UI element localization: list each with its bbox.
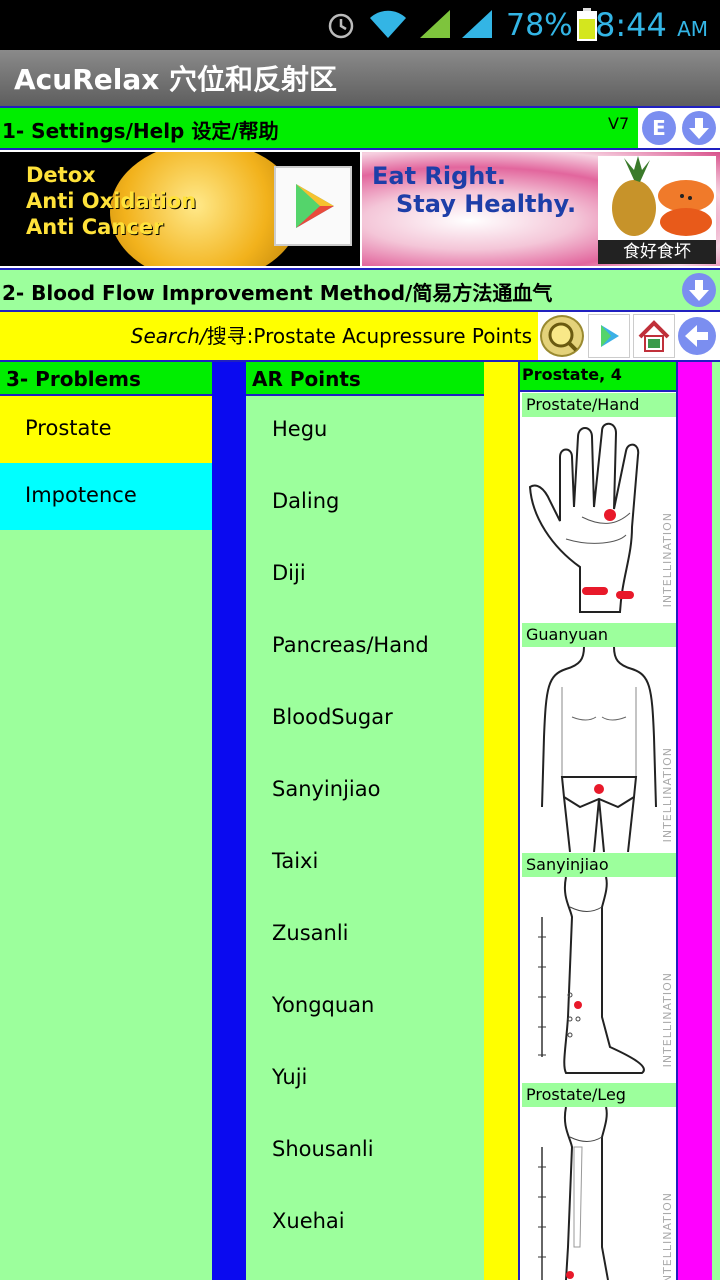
- play-store-badge[interactable]: [274, 166, 352, 246]
- search-prefix: Search/: [130, 324, 207, 348]
- image-label: Sanyinjiao: [522, 853, 676, 877]
- problem-item-prostate[interactable]: Prostate: [0, 396, 212, 463]
- back-button[interactable]: [678, 317, 716, 355]
- home-button[interactable]: [633, 314, 675, 358]
- point-item[interactable]: Diji: [272, 561, 306, 585]
- search-row: Search/搜寻:Prostate Acupressure Points: [0, 312, 720, 362]
- expand-settings-button[interactable]: [682, 111, 716, 145]
- watermark-text: INTELLINATION: [661, 1192, 674, 1280]
- play-store-button[interactable]: [588, 314, 630, 358]
- leg-diagram-2[interactable]: INTELLINATION: [522, 1107, 676, 1280]
- ad-caption: 食好食坏: [598, 240, 716, 264]
- home-icon: [638, 320, 670, 352]
- app-title: AcuRelax 穴位和反射区: [14, 63, 338, 96]
- point-item[interactable]: Taixi: [272, 849, 319, 873]
- problem-item-label: Prostate: [25, 416, 112, 440]
- image-label: Guanyuan: [522, 623, 676, 647]
- problem-item-impotence[interactable]: Impotence: [0, 463, 212, 530]
- image-label: Prostate/Leg: [522, 1083, 676, 1107]
- divider-blue: [212, 362, 246, 1280]
- version-label: V7: [608, 114, 630, 133]
- search-button[interactable]: [540, 315, 584, 357]
- point-item[interactable]: Yuji: [272, 1065, 308, 1089]
- point-item[interactable]: Pancreas/Hand: [272, 633, 429, 657]
- detox-ad-line1: Detox: [26, 163, 96, 187]
- arrow-left-icon: [685, 325, 708, 347]
- arrow-down-icon: [689, 118, 709, 139]
- blood-flow-row[interactable]: 2- Blood Flow Improvement Method/简易方法通血气: [0, 268, 720, 312]
- detox-ad-text: Detox Anti Oxidation Anti Cancer: [26, 162, 196, 240]
- point-item[interactable]: BloodSugar: [272, 705, 393, 729]
- expand-blood-flow-button[interactable]: [682, 273, 716, 307]
- search-tools: [538, 312, 720, 360]
- arrow-down-icon: [689, 280, 709, 301]
- detox-ad-line2: Anti Oxidation: [26, 189, 197, 213]
- app-title-bar: AcuRelax 穴位和反射区: [0, 50, 720, 106]
- clock-time: 8:44: [595, 6, 667, 44]
- status-bar: 78% 8:44 AM: [0, 0, 720, 50]
- wifi-icon: [370, 10, 406, 38]
- point-item[interactable]: Daling: [272, 489, 340, 513]
- settings-help-row[interactable]: 1- Settings/Help 设定/帮助 V7 E: [0, 106, 720, 150]
- clock: 8:44 AM: [595, 6, 708, 44]
- eat-right-line2: Stay Healthy.: [396, 190, 577, 218]
- main-columns: 3- Problems Prostate Impotence AR Points…: [0, 362, 720, 1280]
- divider-magenta: [678, 362, 712, 1280]
- search-text[interactable]: Search/搜寻:Prostate Acupressure Points: [0, 320, 532, 349]
- clock-ampm: AM: [677, 17, 708, 41]
- battery-icon: [577, 8, 597, 41]
- watermark-text: INTELLINATION: [661, 512, 674, 608]
- detox-ad[interactable]: Detox Anti Oxidation Anti Cancer: [0, 152, 360, 266]
- orange-image: [110, 152, 300, 266]
- images-header: Prostate, 4: [520, 362, 676, 392]
- image-label: Prostate/Hand: [522, 393, 676, 417]
- battery-percent: 78%: [506, 8, 573, 43]
- alarm-icon: [328, 13, 354, 39]
- english-button-label: E: [652, 116, 666, 140]
- ad-banner: Detox Anti Oxidation Anti Cancer Eat Rig…: [0, 150, 720, 268]
- watermark-text: INTELLINATION: [661, 747, 674, 843]
- magnifier-icon: [548, 322, 578, 352]
- point-item[interactable]: Xuehai: [272, 1209, 345, 1233]
- settings-help-label: 1- Settings/Help 设定/帮助: [2, 119, 279, 143]
- problems-header: 3- Problems: [0, 362, 212, 396]
- torso-diagram[interactable]: INTELLINATION: [522, 647, 676, 852]
- fruit-image: [598, 156, 716, 240]
- settings-buttons: E: [638, 108, 720, 148]
- point-item[interactable]: Hegu: [272, 417, 328, 441]
- point-item[interactable]: Yongquan: [272, 993, 375, 1017]
- signal-icon-1: [420, 10, 450, 38]
- leg-diagram[interactable]: INTELLINATION: [522, 877, 676, 1082]
- play-store-icon: [296, 184, 334, 228]
- ar-points-header: AR Points: [246, 362, 484, 396]
- problem-item-label: Impotence: [25, 483, 137, 507]
- eat-right-line1: Eat Right.: [372, 162, 506, 190]
- blood-flow-label: 2- Blood Flow Improvement Method/简易方法通血气: [2, 281, 553, 305]
- play-store-icon: [601, 325, 619, 347]
- images-column: Prostate, 4 Prostate/Hand INTELLINATION …: [518, 362, 678, 1280]
- watermark-text: INTELLINATION: [661, 972, 674, 1068]
- point-item[interactable]: Shousanli: [272, 1137, 374, 1161]
- point-item[interactable]: Sanyinjiao: [272, 777, 381, 801]
- search-query: 搜寻:Prostate Acupressure Points: [206, 324, 532, 348]
- signal-icon-2: [462, 10, 492, 38]
- point-item[interactable]: Zusanli: [272, 921, 349, 945]
- edge-strip: [712, 362, 720, 1280]
- english-button[interactable]: E: [642, 111, 676, 145]
- divider-yellow: [484, 362, 518, 1280]
- hand-diagram[interactable]: INTELLINATION: [522, 417, 676, 622]
- detox-ad-line3: Anti Cancer: [26, 215, 164, 239]
- eat-right-ad[interactable]: Eat Right. Stay Healthy. 食好食坏: [362, 152, 720, 266]
